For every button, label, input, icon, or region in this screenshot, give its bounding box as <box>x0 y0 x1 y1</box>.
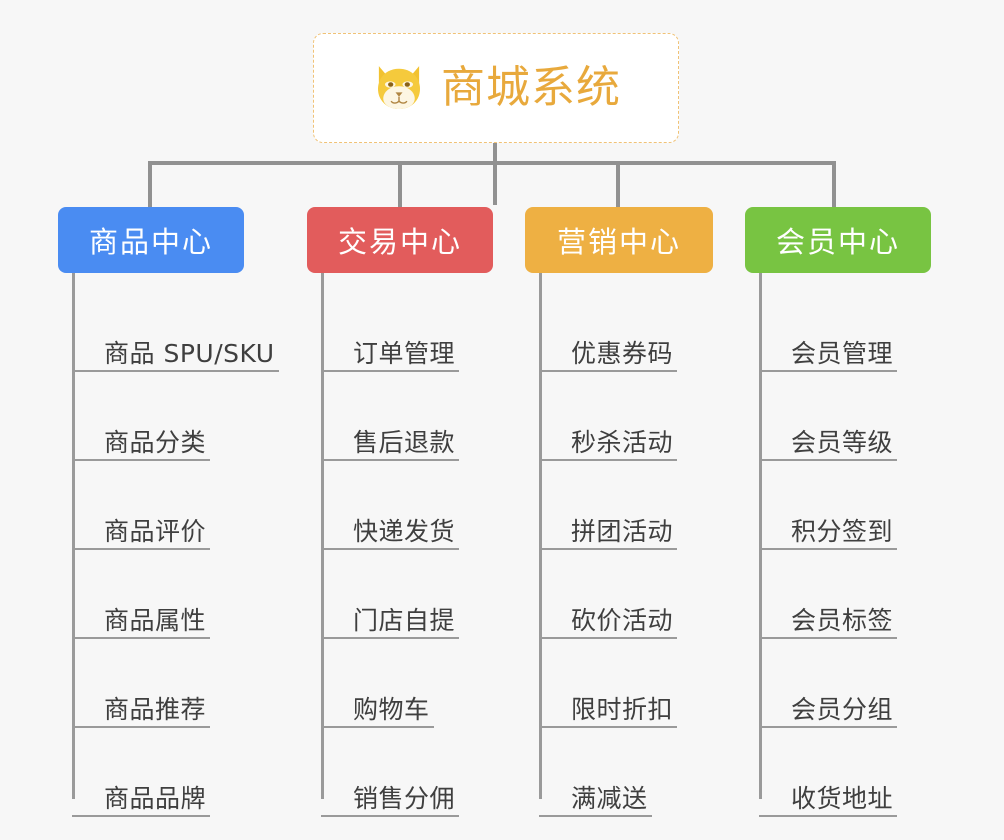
leaf-label: 门店自提 <box>353 605 456 635</box>
connector-drop-2 <box>398 161 402 207</box>
leaf-underline <box>759 815 898 817</box>
list-item[interactable]: 拼团活动 <box>539 461 713 550</box>
leaf-label: 满减送 <box>571 783 648 813</box>
leaf-list-product: 商品 SPU/SKU 商品分类 商品评价 商品属性 商品推荐 商品品牌 <box>72 273 279 817</box>
list-item[interactable]: 商品分类 <box>72 372 244 461</box>
leaf-label: 订单管理 <box>353 338 456 368</box>
leaf-underline <box>321 370 460 372</box>
leaf-underline <box>539 637 678 639</box>
leaf-underline <box>759 726 898 728</box>
list-item[interactable]: 商品评价 <box>72 461 244 550</box>
connector-trunk-horizontal <box>148 161 834 165</box>
leaf-label: 优惠券码 <box>571 338 674 368</box>
branch-column-trade: 交易中心 订单管理 售后退款 快递发货 门店自提 购物车 <box>307 207 493 817</box>
leaf-label: 砍价活动 <box>571 605 674 635</box>
leaf-label: 销售分佣 <box>353 783 456 813</box>
list-item[interactable]: 积分签到 <box>759 461 931 550</box>
leaf-list-trade: 订单管理 售后退款 快递发货 门店自提 购物车 销售分佣 <box>321 273 493 817</box>
leaf-underline <box>759 370 898 372</box>
leaf-underline <box>72 459 211 461</box>
leaf-underline <box>321 459 460 461</box>
leaf-underline <box>539 459 678 461</box>
leaf-underline <box>72 548 211 550</box>
connector-drop-3 <box>616 161 620 207</box>
list-item[interactable]: 门店自提 <box>321 550 493 639</box>
category-label: 交易中心 <box>337 225 462 259</box>
leaf-label: 商品评价 <box>104 516 207 546</box>
shiba-dog-face-icon <box>378 66 420 109</box>
leaf-list-marketing: 优惠券码 秒杀活动 拼团活动 砍价活动 限时折扣 满减送 <box>539 273 713 817</box>
leaf-label: 拼团活动 <box>571 516 674 546</box>
category-label: 会员中心 <box>775 225 900 259</box>
leaf-label: 会员标签 <box>791 605 894 635</box>
leaf-underline <box>321 637 460 639</box>
root-node[interactable]: 商城系统 <box>313 33 679 143</box>
leaf-underline <box>759 548 898 550</box>
leaf-underline <box>72 815 211 817</box>
leaf-label: 收货地址 <box>791 783 894 813</box>
list-item[interactable]: 快递发货 <box>321 461 493 550</box>
list-item[interactable]: 会员分组 <box>759 639 931 728</box>
leaf-underline <box>72 726 211 728</box>
list-item[interactable]: 售后退款 <box>321 372 493 461</box>
branch-column-marketing: 营销中心 优惠券码 秒杀活动 拼团活动 砍价活动 限时折扣 <box>525 207 713 817</box>
category-node-product[interactable]: 商品中心 <box>58 207 244 273</box>
leaf-underline <box>72 637 211 639</box>
leaf-underline <box>321 726 434 728</box>
leaf-label: 会员分组 <box>791 694 894 724</box>
leaf-label: 秒杀活动 <box>571 427 674 457</box>
list-item[interactable]: 会员等级 <box>759 372 931 461</box>
list-item[interactable]: 销售分佣 <box>321 728 493 817</box>
list-item[interactable]: 商品属性 <box>72 550 244 639</box>
category-node-trade[interactable]: 交易中心 <box>307 207 493 273</box>
leaf-label: 售后退款 <box>353 427 456 457</box>
leaf-label: 积分签到 <box>791 516 894 546</box>
leaf-label: 会员等级 <box>791 427 894 457</box>
leaf-label: 购物车 <box>353 694 430 724</box>
leaf-underline <box>72 370 279 372</box>
leaf-label: 商品推荐 <box>104 694 207 724</box>
leaf-label: 商品品牌 <box>104 783 207 813</box>
connector-trunk-vertical <box>493 143 497 205</box>
leaf-label: 商品 SPU/SKU <box>104 338 275 368</box>
list-item[interactable]: 优惠券码 <box>539 283 713 372</box>
list-item[interactable]: 收货地址 <box>759 728 931 817</box>
list-item[interactable]: 商品推荐 <box>72 639 244 728</box>
category-node-member[interactable]: 会员中心 <box>745 207 931 273</box>
leaf-label: 限时折扣 <box>571 694 674 724</box>
list-item[interactable]: 商品 SPU/SKU <box>72 283 279 372</box>
list-item[interactable]: 满减送 <box>539 728 713 817</box>
list-item[interactable]: 商品品牌 <box>72 728 244 817</box>
category-node-marketing[interactable]: 营销中心 <box>525 207 713 273</box>
list-item[interactable]: 砍价活动 <box>539 550 713 639</box>
leaf-label: 快递发货 <box>353 516 456 546</box>
leaf-underline <box>539 370 678 372</box>
leaf-underline <box>539 548 678 550</box>
list-item[interactable]: 秒杀活动 <box>539 372 713 461</box>
leaf-underline <box>759 459 898 461</box>
leaf-underline <box>539 726 678 728</box>
category-label: 营销中心 <box>556 225 681 259</box>
leaf-underline <box>539 815 652 817</box>
branch-column-product: 商品中心 商品 SPU/SKU 商品分类 商品评价 商品属性 商品推荐 <box>58 207 279 817</box>
list-item[interactable]: 限时折扣 <box>539 639 713 728</box>
leaf-label: 商品分类 <box>104 427 207 457</box>
leaf-label: 会员管理 <box>791 338 894 368</box>
list-item[interactable]: 会员标签 <box>759 550 931 639</box>
list-item[interactable]: 购物车 <box>321 639 493 728</box>
leaf-underline <box>321 548 460 550</box>
list-item[interactable]: 会员管理 <box>759 283 931 372</box>
leaf-underline <box>321 815 460 817</box>
list-item[interactable]: 订单管理 <box>321 283 493 372</box>
root-title: 商城系统 <box>441 62 621 113</box>
leaf-label: 商品属性 <box>104 605 207 635</box>
connector-drop-4 <box>832 161 836 207</box>
branch-column-member: 会员中心 会员管理 会员等级 积分签到 会员标签 会员分组 <box>745 207 931 817</box>
connector-drop-1 <box>148 161 152 207</box>
leaf-underline <box>759 637 898 639</box>
category-label: 商品中心 <box>88 225 213 259</box>
leaf-list-member: 会员管理 会员等级 积分签到 会员标签 会员分组 收货地址 <box>759 273 931 817</box>
